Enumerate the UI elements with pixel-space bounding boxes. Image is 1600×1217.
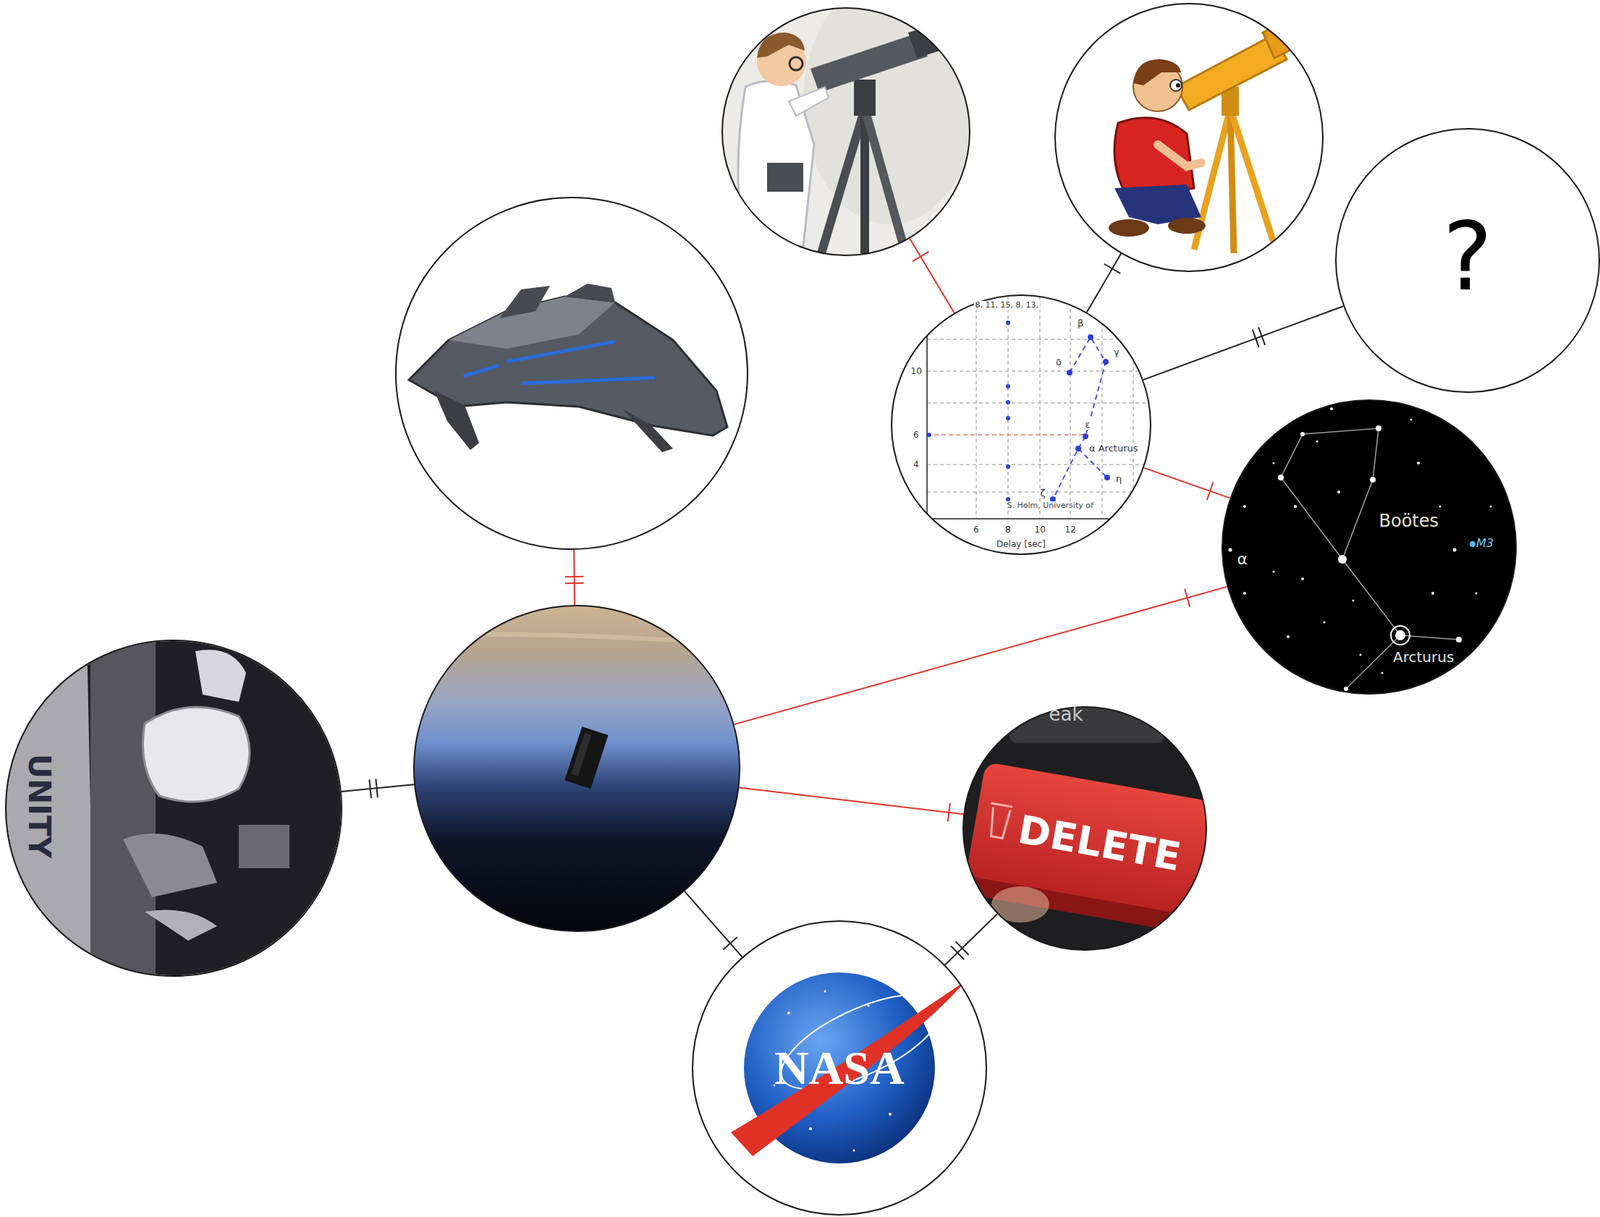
circle-node: [413, 604, 741, 933]
cardinality-tick: [369, 779, 372, 799]
node-text: γ: [1112, 347, 1121, 358]
cardinality-tick: [722, 937, 738, 950]
node-text: 8, 11, 15, 8, 13,: [974, 301, 1040, 310]
node-text: α: [1237, 550, 1249, 569]
connector: [573, 549, 576, 605]
circle-node: eakDELETE: [962, 706, 1208, 951]
cardinality-tick: [947, 803, 951, 823]
node-text: ε: [1084, 419, 1092, 430]
circle-node: [395, 196, 749, 550]
node-text: Boötes: [1379, 511, 1440, 531]
circle-node: [1054, 2, 1324, 273]
connector: [945, 913, 998, 965]
circle-node: NASA: [691, 920, 988, 1216]
node-text: δ: [1054, 357, 1064, 368]
cardinality-tick: [912, 251, 929, 262]
connector: [1086, 254, 1121, 313]
circle-node: [721, 7, 971, 257]
connector: [734, 586, 1228, 725]
cardinality-tick: [955, 941, 969, 956]
cardinality-tick: [1258, 327, 1265, 345]
node-text: 8: [1003, 525, 1013, 535]
nasa-logo-illustration: [691, 920, 988, 1216]
node-text: 10: [1033, 525, 1048, 535]
circle-node: BoötesM3 αArcturus: [1221, 399, 1517, 695]
node-text: ζ: [1039, 488, 1048, 499]
plot-illustration: [890, 289, 1158, 556]
node-text: 10: [909, 366, 924, 377]
node-text: NASA: [774, 1042, 905, 1095]
node-text: 6: [971, 525, 981, 535]
cardinality-tick: [375, 778, 378, 798]
connector: [909, 238, 954, 314]
node-text: DELETE: [1014, 807, 1184, 879]
connector: [1143, 306, 1344, 380]
cardinality-tick: [565, 576, 584, 578]
delete-key-illustration: [958, 691, 1229, 956]
star-map-illustration: [1215, 394, 1524, 702]
circle-node: UNITY: [5, 639, 343, 977]
node-text: Arcturus: [1393, 649, 1454, 666]
node-text: eak: [1049, 704, 1084, 726]
node-text: Delay [sec]: [995, 539, 1048, 550]
node-text: M3: [1476, 536, 1494, 550]
node-text: 12: [1063, 525, 1078, 535]
cardinality-tick: [1207, 481, 1214, 501]
node-text: 6: [911, 430, 921, 440]
cardinality-tick: [1184, 589, 1190, 608]
cardinality-tick: [1104, 264, 1121, 274]
node-text: β: [1076, 318, 1085, 329]
cardinality-tick: [1252, 329, 1260, 348]
node-text: ?: [1442, 205, 1493, 310]
scientist-illustration: [716, 0, 977, 261]
circle-node: 8, 11, 15, 8, 13, β δ γ ε α Arcturus η ζ 10 6 4 S. …: [890, 294, 1152, 556]
spacewalk-illustration: [0, 636, 348, 985]
node-text: α Arcturus: [1087, 443, 1140, 454]
orbit-photo-illustration: [412, 604, 742, 933]
connector: [738, 788, 964, 815]
connector: [1144, 468, 1231, 499]
node-text: S. Holm, University of: [1005, 501, 1095, 511]
node-text: 4: [911, 460, 921, 470]
cardinality-tick: [565, 582, 584, 584]
node-text: UNITY: [22, 754, 56, 859]
circle-node: ?: [1335, 128, 1600, 393]
spaceship-illustration: [390, 195, 753, 558]
node-text: η: [1114, 473, 1124, 485]
connector: [341, 784, 414, 792]
connector: [684, 891, 743, 958]
stargazer-illustration: [1049, 0, 1332, 275]
